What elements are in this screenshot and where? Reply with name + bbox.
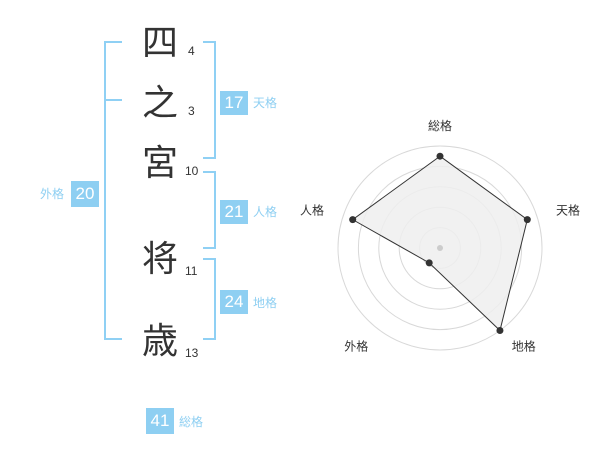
soukaku-badge: 41: [146, 408, 174, 434]
radar-point-3: [425, 259, 433, 267]
radar-axis-label-2: 地格: [512, 339, 536, 354]
radar-axis-label-1: 天格: [556, 202, 580, 217]
jinkaku-label: 人格: [253, 205, 278, 219]
jinkaku-bracket: [203, 171, 216, 249]
name-char-4: 将: [141, 239, 178, 280]
radar-points: [349, 152, 531, 335]
tenkaku-badge: 17: [220, 91, 248, 115]
radar-center-dot: [437, 245, 443, 251]
soukaku-label: 総格: [179, 415, 204, 429]
chikaku-label: 地格: [253, 296, 278, 310]
radar-axis-label-0: 総格: [428, 118, 452, 133]
radar-ring-5: [337, 145, 543, 351]
name-char-5: 歳: [141, 321, 178, 362]
radar-point-1: [523, 216, 531, 224]
stroke-count-5: 13: [185, 346, 199, 360]
chikaku-badge: 24: [220, 290, 248, 314]
radar-value-polygon: [351, 155, 528, 332]
name-char-1: 四: [141, 23, 178, 64]
gaikaku-bracket-tick: [104, 99, 122, 101]
radar-point-4: [349, 216, 357, 224]
name-char-3: 宮: [141, 143, 178, 184]
tenkaku-label: 天格: [253, 96, 278, 110]
gaikaku-label: 外格: [40, 187, 65, 201]
stroke-count-2: 3: [188, 104, 195, 118]
name-char-2: 之: [141, 83, 178, 124]
stroke-count-1: 4: [188, 44, 195, 58]
jinkaku-badge: 21: [220, 200, 248, 224]
radar-point-2: [496, 327, 504, 335]
radar-axis-label-3: 外格: [344, 339, 368, 354]
stroke-count-3: 10: [185, 164, 199, 178]
tenkaku-bracket: [203, 41, 216, 159]
radar-axis-label-4: 人格: [300, 202, 324, 217]
chikaku-bracket: [203, 258, 216, 340]
gaikaku-bracket: [104, 41, 122, 340]
radar-point-0: [436, 152, 444, 160]
stroke-count-4: 11: [185, 264, 198, 278]
gaikaku-badge: 20: [71, 181, 99, 207]
